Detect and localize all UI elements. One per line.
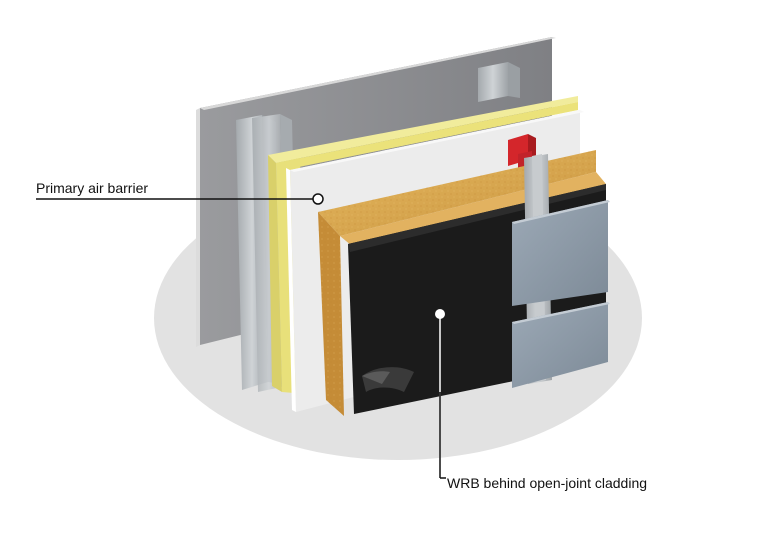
- steel-stud-back: [478, 62, 520, 102]
- leader-line-wrb: [435, 309, 446, 479]
- cladding-panel-lower: [512, 302, 610, 388]
- wrb-label: WRB behind open-joint cladding: [447, 475, 648, 491]
- primary-air-barrier-label: Primary air barrier: [36, 180, 149, 196]
- cladding-panel-upper: [512, 200, 610, 306]
- leader-line-air-barrier: [36, 193, 324, 205]
